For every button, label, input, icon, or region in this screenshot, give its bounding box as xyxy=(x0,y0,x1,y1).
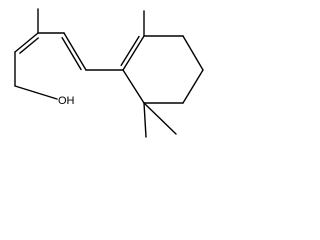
double-bond-c4-c5-line-1 xyxy=(63,32,87,71)
double-bond-ring-line-1 xyxy=(122,35,145,71)
double-bond-c4-c5-line-2 xyxy=(61,36,82,71)
double-bond-c3-c2-line-2 xyxy=(19,37,39,54)
bond-gem-methyl-1 xyxy=(143,102,147,138)
bond-ring-r4-r5 xyxy=(182,69,204,104)
skeletal-structure: OH xyxy=(14,8,204,138)
double-bond-c4-c5 xyxy=(61,32,87,71)
bond-ring-r3-r4 xyxy=(182,35,204,71)
bond-c1-o xyxy=(14,85,58,100)
double-bond-c3-c2-line-1 xyxy=(14,32,39,53)
double-bond-c3-c2 xyxy=(14,32,39,54)
double-bond-ring-r1-r2 xyxy=(120,35,145,71)
hydroxyl-label: OH xyxy=(58,95,75,107)
double-bond-ring-line-2 xyxy=(120,35,140,67)
bond-gem-methyl-2 xyxy=(143,102,177,135)
bond-ring-r6-r1 xyxy=(122,69,145,104)
